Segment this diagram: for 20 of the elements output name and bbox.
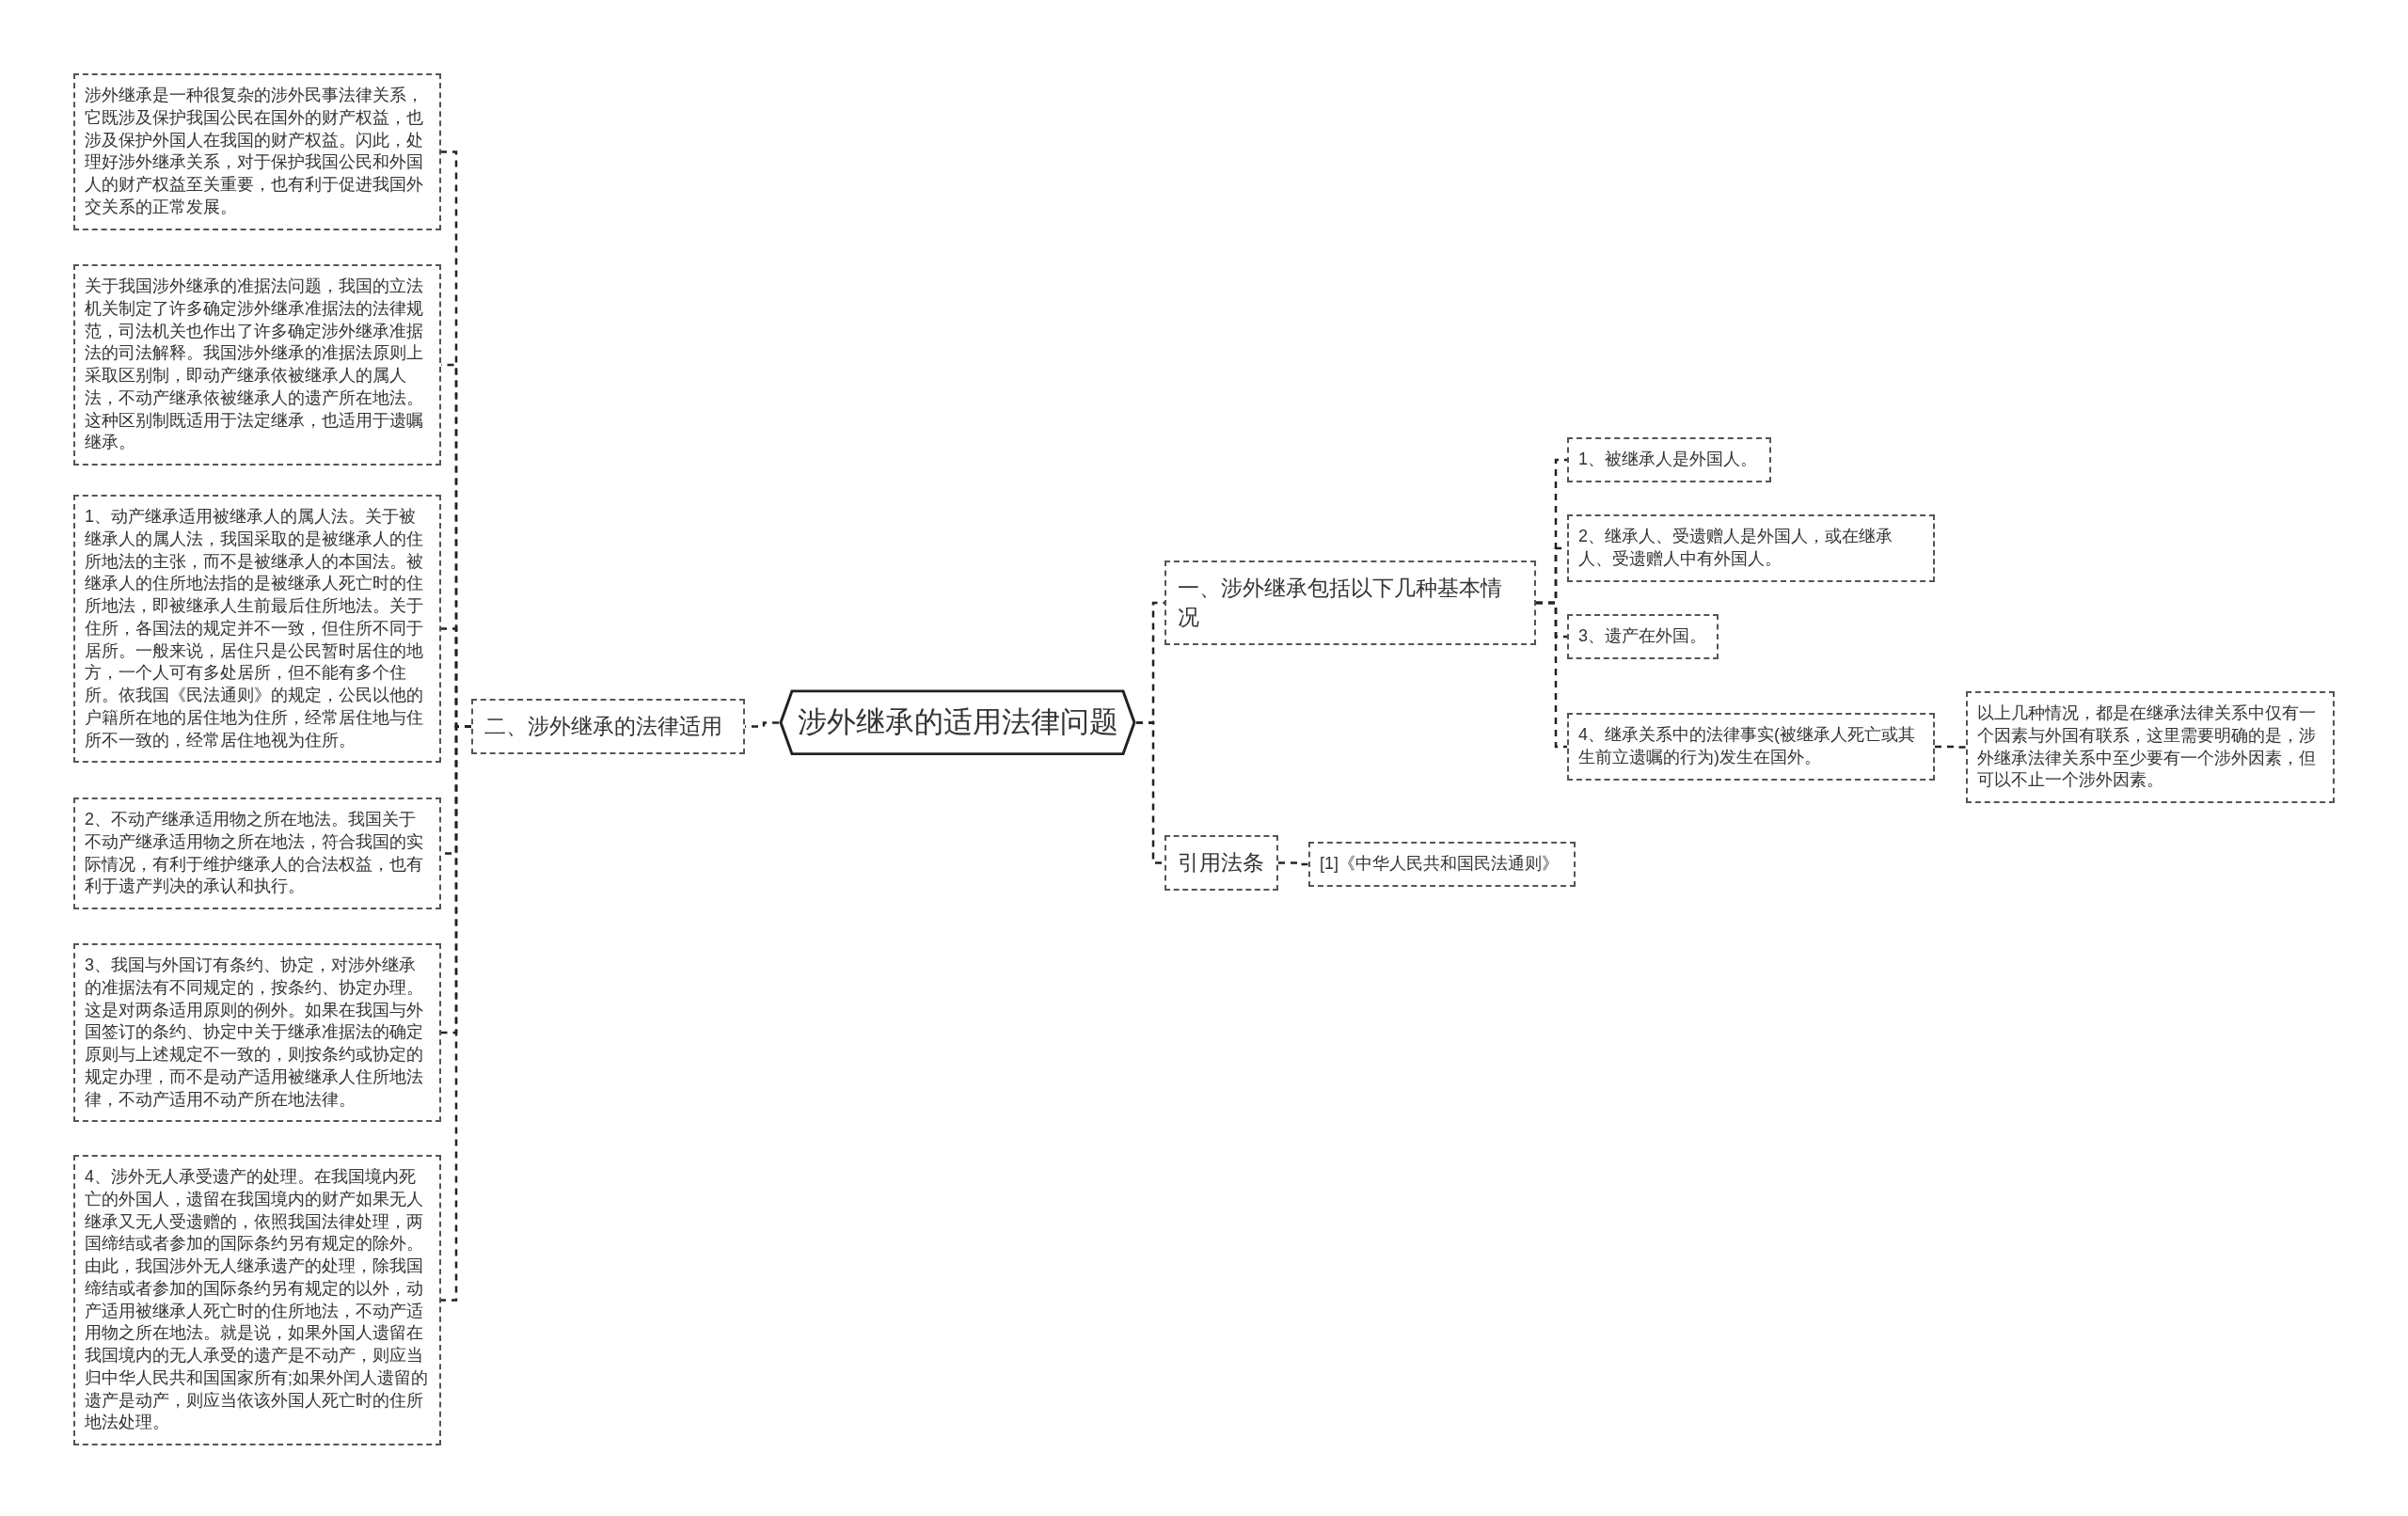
topic-box: 2、继承人、受遗赠人是外国人，或在继承人、受遗赠人中有外国人。: [1567, 514, 1935, 582]
topic-hexagon: 涉外继承的适用法律问题: [779, 689, 1136, 756]
topic-box: 1、动产继承适用被继承人的属人法。关于被继承人的属人法，我国采取的是被继承人的住所地法的主张，而不是被继承人的本国法。被继承人的住所地法指的是被继承人死亡时的住所地法，即被继承人生前最后住所地法。关于住所，各国法的规定并不一致，但住所不同于居所。一般来说，居住只是公民暂时居住的地方，一个人可有多处居所，但不能有多个住所。依我国《民法通则》的规定，公民以他的户籍所在地的居住地为住所，经常居住地与住所不一致的，经常居住地视为住所。: [73, 495, 441, 764]
topic-box: 引用法条: [1164, 835, 1278, 892]
topic-box: 3、我国与外国订有条约、协定，对涉外继承的准据法有不同规定的，按条约、协定办理。这是对两条适用原则的例外。如果在我国与外国签订的条约、协定中关于继承准据法的确定原则与上述规定不一致的，则按条约或协定的规定办理，而不是动产适用被继承人住所地法律，不动产适用不动产所在地法律。: [73, 943, 441, 1123]
connector-line: [1278, 861, 1308, 866]
topic-box: 二、涉外继承的法律适用: [471, 699, 745, 755]
topic-box: 涉外继承是一种很复杂的涉外民事法律关系，它既涉及保护我国公民在国外的财产权益，也涉及保护外国人在我国的财产权益。闪此，处理好涉外继承关系，对于保护我国公民和外国人的财产权益至关重要，也有利于促进我国外交关系的正常发展。: [73, 73, 441, 230]
connector-line: [1935, 745, 1966, 749]
topic-box: 2、不动产继承适用物之所在地法。我国关于不动产继承适用物之所在地法，符合我国的实际情况，有利于维护继承人的合法权益，也有利于遗产判决的承认和执行。: [73, 797, 441, 909]
connector-line: [1136, 721, 1164, 864]
topic-box: 以上几种情况，都是在继承法律关系中仅有一个因素与外国有联系，这里需要明确的是，涉外继承法律关系中至少要有一个涉外因素，但可以不止一个涉外因素。: [1966, 691, 2335, 803]
topic-box: 4、继承关系中的法律事实(被继承人死亡或其生前立遗嘱的行为)发生在国外。: [1567, 713, 1935, 781]
topic-box: 关于我国涉外继承的准据法问题，我国的立法机关制定了许多确定涉外继承准据法的法律规范，司法机关也作出了许多确定涉外继承准据法的司法解释。我国涉外继承的准据法原则上采取区别制，即动产继承依被继承人的属人法，不动产继承依被继承人的遗产所在地法。这种区别制既适用于法定继承，也适用于遗嘱继承。: [73, 264, 441, 466]
topic-box: 1、被继承人是外国人。: [1567, 437, 1771, 482]
topic-box: 3、遗产在外国。: [1567, 614, 1719, 659]
topic-box: [1]《中华人民共和国民法通则》: [1308, 842, 1576, 887]
connector-line: [1536, 601, 1567, 749]
topic-box: 4、涉外无人承受遗产的处理。在我国境内死亡的外国人，遗留在我国境内的财产如果无人继承又无人受遗赠的，依照我国法律处理，两国缔结或者参加的国际条约另有规定的除外。由此，我国涉外无人继承遗产的处理，除我国缔结或者参加的国际条约另有规定的以外，动产适用被继承人死亡时的住所地法，不动产适用物之所在地法。就是说，如果外国人遗留在我国境内的无人承受的遗产是不动产，则应当归中华人民共和国国家所有;如果外闰人遗留的遗产是动产，则应当依该外国人死亡时的住所地法处理。: [73, 1155, 441, 1445]
topic-box: 一、涉外继承包括以下几种基本情况: [1164, 561, 1536, 646]
